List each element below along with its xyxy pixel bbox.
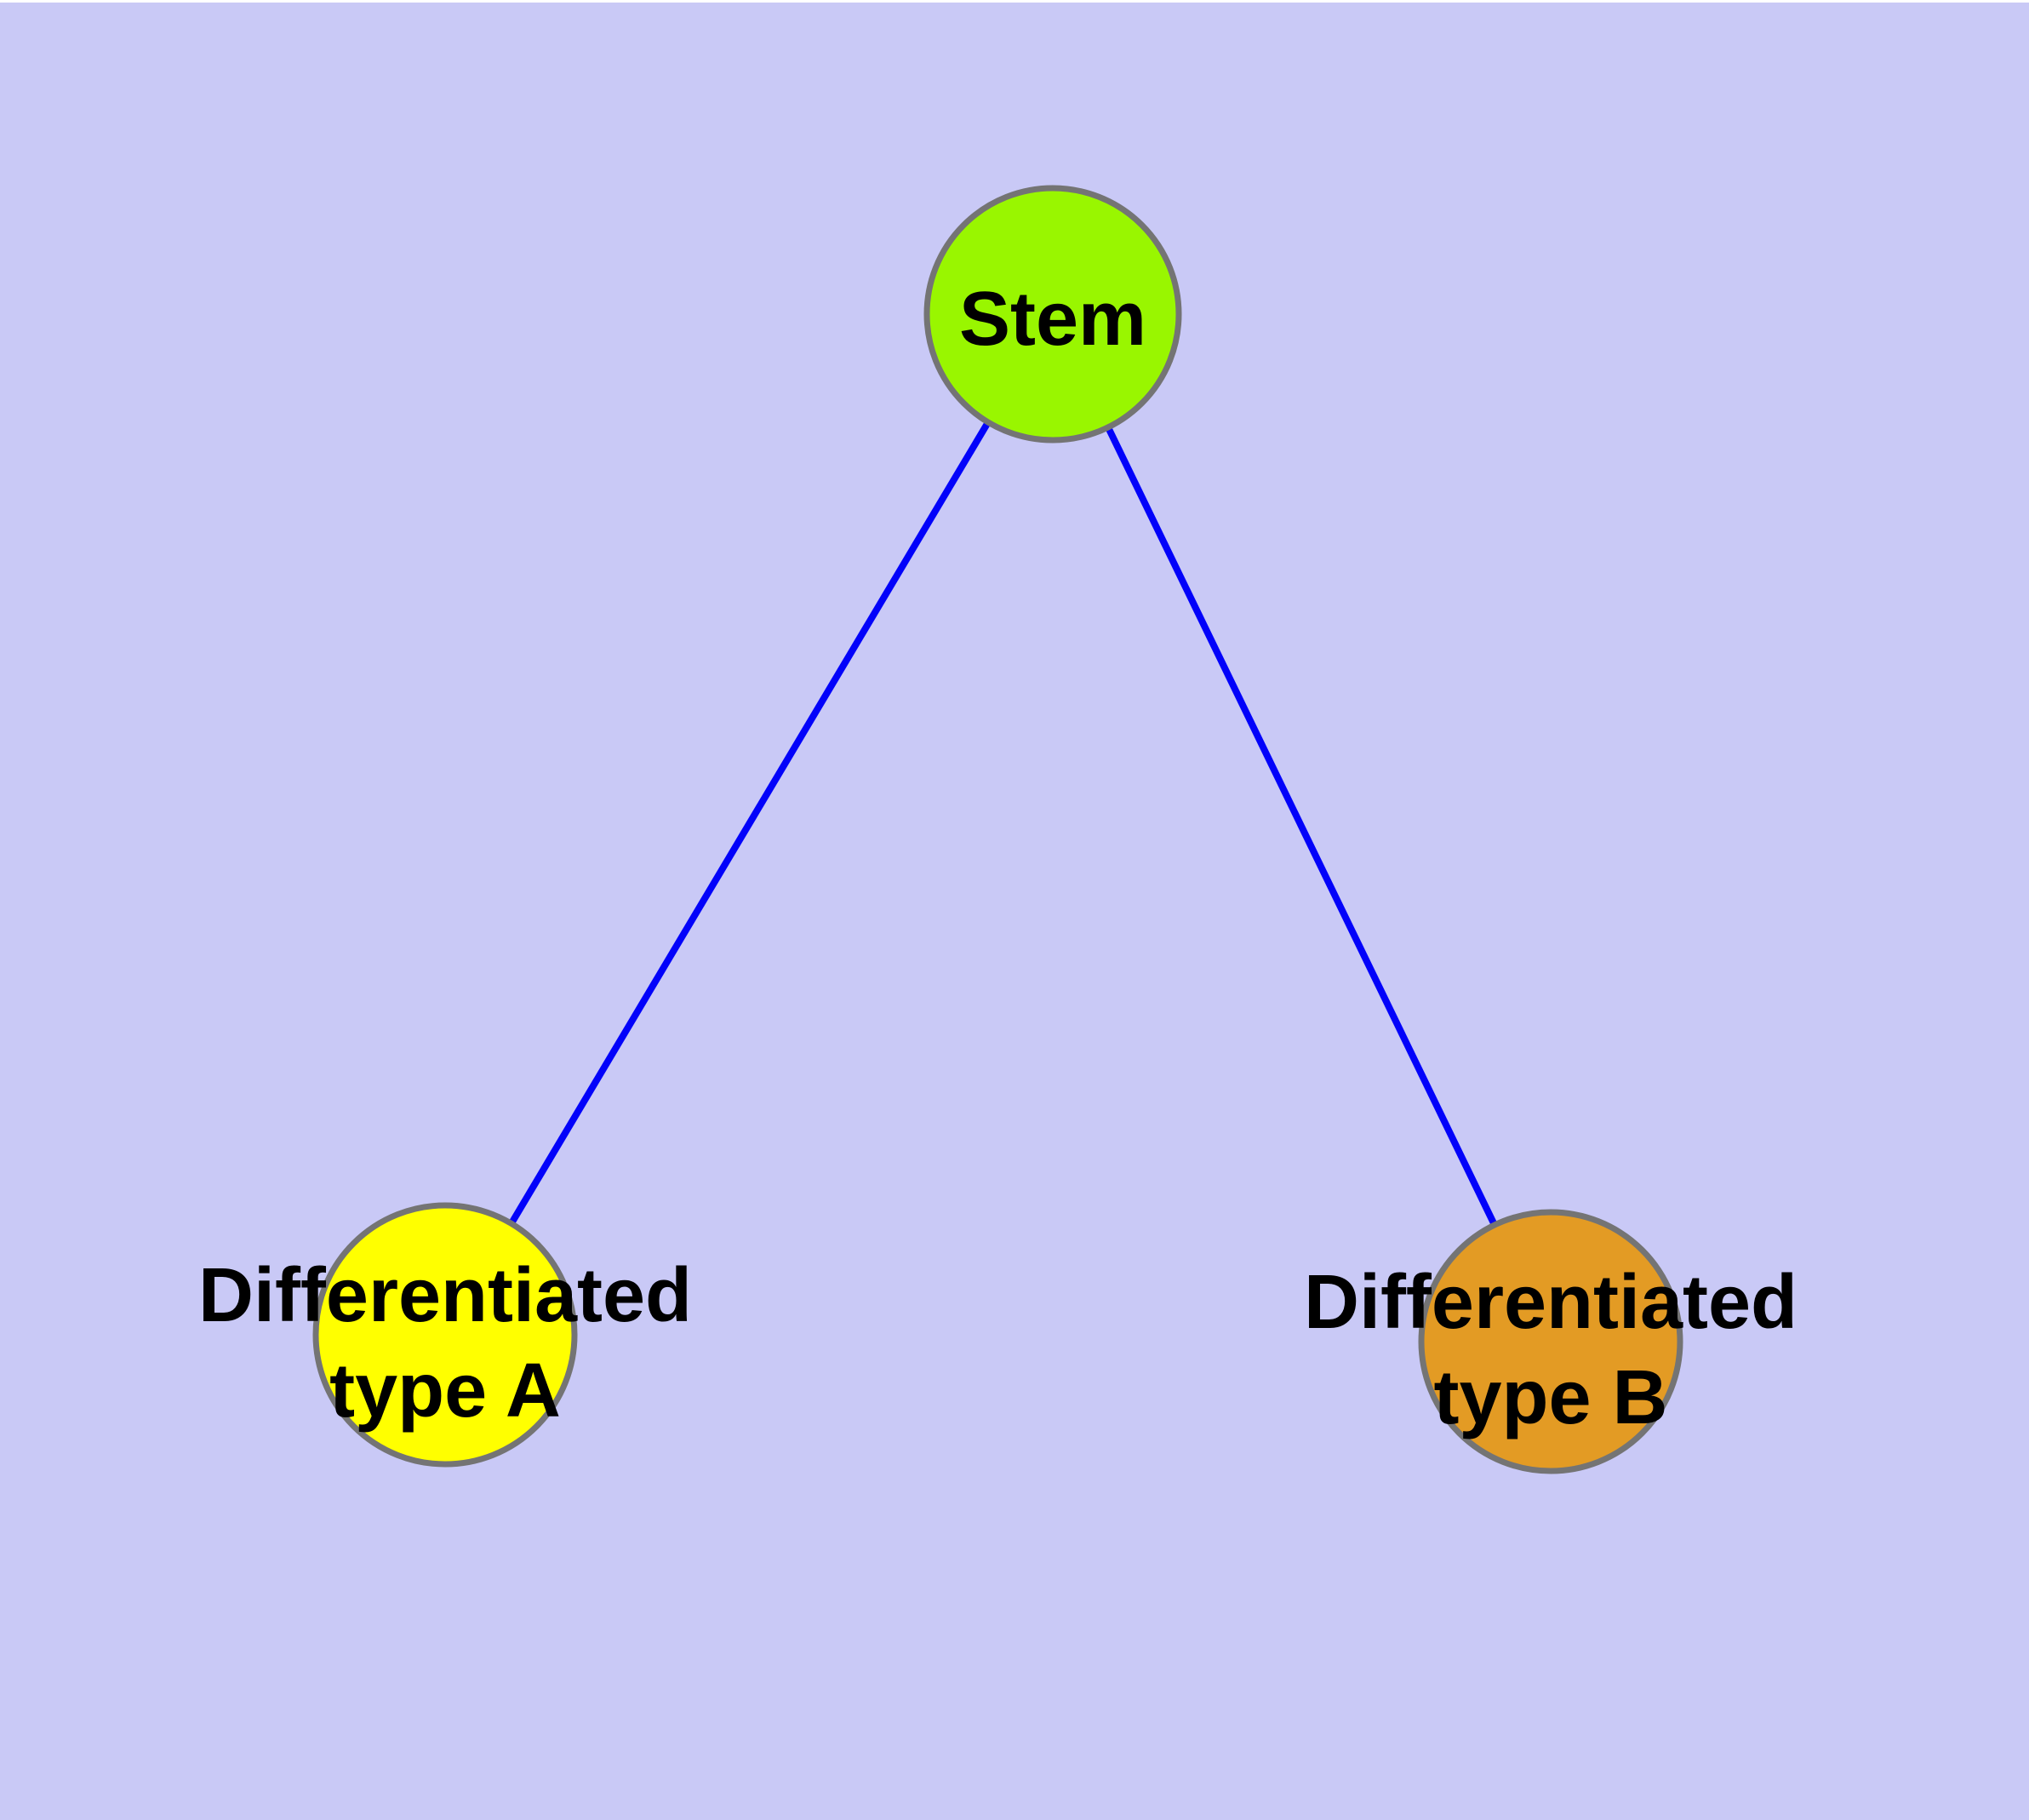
node-type-a-label-line2: type A xyxy=(329,1348,561,1434)
node-stem xyxy=(923,185,1182,444)
node-type-b-label-line1: Differentiated xyxy=(1304,1260,1798,1345)
node-type-a-label-line1: Differentiated xyxy=(198,1253,692,1338)
top-white-strip xyxy=(0,0,2029,3)
edge-stem-to-type-b xyxy=(1105,426,1498,1227)
node-stem-label: Stem xyxy=(959,277,1146,362)
edge-stem-to-type-a xyxy=(508,420,992,1226)
node-differentiated-type-b xyxy=(1418,1209,1683,1474)
node-differentiated-type-a xyxy=(312,1202,578,1468)
node-type-b-label-line2: type B xyxy=(1433,1355,1667,1440)
